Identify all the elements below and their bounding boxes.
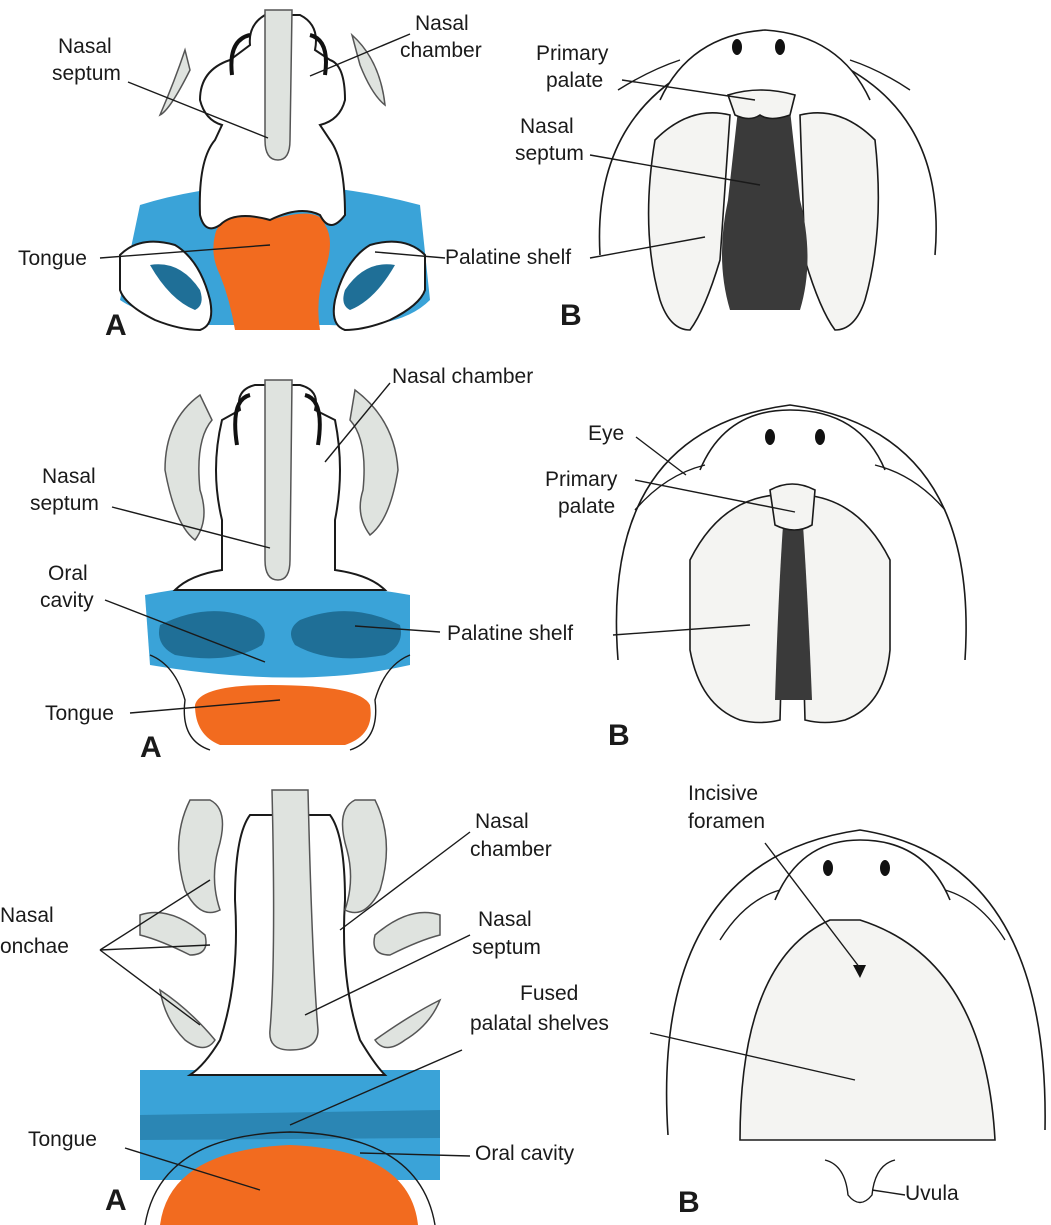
- row1-label-nasal-septum-line2: septum: [52, 62, 121, 85]
- row2-lateral-process-left: [165, 395, 212, 540]
- row1-label-nasal-chamber-line2: chamber: [400, 39, 482, 62]
- row2-panel-b-palate-view: Eye Primary palate B: [545, 405, 966, 752]
- row2-label-nasal-septum-line2: septum: [30, 492, 99, 515]
- row3-label-nasal-chamber-line2: chamber: [470, 838, 552, 861]
- row2-panel-a-letter: A: [140, 731, 162, 764]
- row1-panel-a-letter: A: [105, 309, 127, 342]
- row3-panel-b-palate-view: Incisive foramen Uvula B: [650, 782, 1045, 1219]
- row3-label-incisive-line2: foramen: [688, 810, 765, 833]
- row3-label-nasal-septum-line1: Nasal: [478, 908, 532, 931]
- row2-face-outline: [700, 410, 885, 470]
- row1-label-nasal-septum-b-line2: septum: [515, 142, 584, 165]
- row1-nostril-right: [775, 39, 785, 55]
- row3-concha-lower-right: [375, 1000, 440, 1048]
- row3-label-nasal-conchae-line2: onchae: [0, 935, 69, 958]
- row1-panel-b-palate-view: Primary palate Nasal septum B: [515, 30, 936, 332]
- row1-label-nasal-septum-b-line1: Nasal: [520, 115, 574, 138]
- row2-label-primary-palate-line1: Primary: [545, 468, 618, 491]
- row2-label-primary-palate-line2: palate: [558, 495, 615, 518]
- row1-label-primary-palate-line1: Primary: [536, 42, 609, 65]
- row3-nostril-right: [880, 860, 890, 876]
- row1-panel-a-coronal-section: Nasal septum Nasal chamber Tongue Palati…: [18, 10, 571, 342]
- row3-label-nasal-septum-line2: septum: [472, 936, 541, 959]
- row3-label-nasal-conchae-line1: Nasal: [0, 904, 54, 927]
- row2-panel-b-letter: B: [608, 719, 630, 752]
- row3-label-uvula: Uvula: [905, 1182, 959, 1205]
- row2-label-oral-cavity-line2: cavity: [40, 589, 94, 612]
- row3-concha-mid-right: [374, 913, 440, 956]
- row1-label-nasal-chamber-line1: Nasal: [415, 12, 469, 35]
- row1-nostril-left: [732, 39, 742, 55]
- row1-label-primary-palate-line2: palate: [546, 69, 603, 92]
- row2-label-palatine-shelf: Palatine shelf: [447, 622, 573, 645]
- row2-panel-a-coronal-section: Nasal chamber Nasal septum Oral cavity T…: [30, 365, 573, 764]
- row2-label-eye: Eye: [588, 422, 624, 445]
- row1-septum-shape: [265, 10, 292, 160]
- row2-nostril-right: [815, 429, 825, 445]
- row3-label-oral-cavity: Oral cavity: [475, 1142, 575, 1165]
- row1-panel-b-letter: B: [560, 299, 582, 332]
- row3-label-incisive-line1: Incisive: [688, 782, 758, 805]
- row2-septum-shape: [265, 380, 292, 580]
- row2-tongue-shape: [195, 685, 371, 745]
- row1-primary-palate-shape: [728, 90, 795, 119]
- row2-label-oral-cavity-line1: Oral: [48, 562, 88, 585]
- row3-panel-b-letter: B: [678, 1186, 700, 1219]
- row3-label-fused-line2: palatal shelves: [470, 1012, 609, 1035]
- row2-label-nasal-chamber: Nasal chamber: [392, 365, 533, 388]
- row1-shelf-left: [649, 113, 730, 330]
- row2-label-tongue: Tongue: [45, 702, 114, 725]
- row2-primary-palate-shape: [770, 484, 815, 530]
- row1-shelf-right: [800, 113, 878, 330]
- row2-label-nasal-septum-line1: Nasal: [42, 465, 96, 488]
- row3-label-fused-line1: Fused: [520, 982, 578, 1005]
- row3-label-nasal-chamber-line1: Nasal: [475, 810, 529, 833]
- row1-lateral-process-right: [352, 35, 385, 105]
- row3-label-tongue: Tongue: [28, 1128, 97, 1151]
- row3-panel-a-coronal-section: Nasal onchae Nasal chamber Nasal septum …: [0, 790, 609, 1225]
- row1-label-tongue: Tongue: [18, 247, 87, 270]
- row1-label-nasal-septum-line1: Nasal: [58, 35, 112, 58]
- row3-nostril-left: [823, 860, 833, 876]
- row3-concha-lower-left: [160, 990, 215, 1048]
- row1-label-palatine-shelf: Palatine shelf: [445, 246, 571, 269]
- row2-lateral-process-right: [350, 390, 398, 535]
- row3-uvula-shape: [825, 1160, 895, 1203]
- row3-panel-a-letter: A: [105, 1184, 127, 1217]
- row3-concha-upper-right: [343, 800, 387, 913]
- row2-nostril-left: [765, 429, 775, 445]
